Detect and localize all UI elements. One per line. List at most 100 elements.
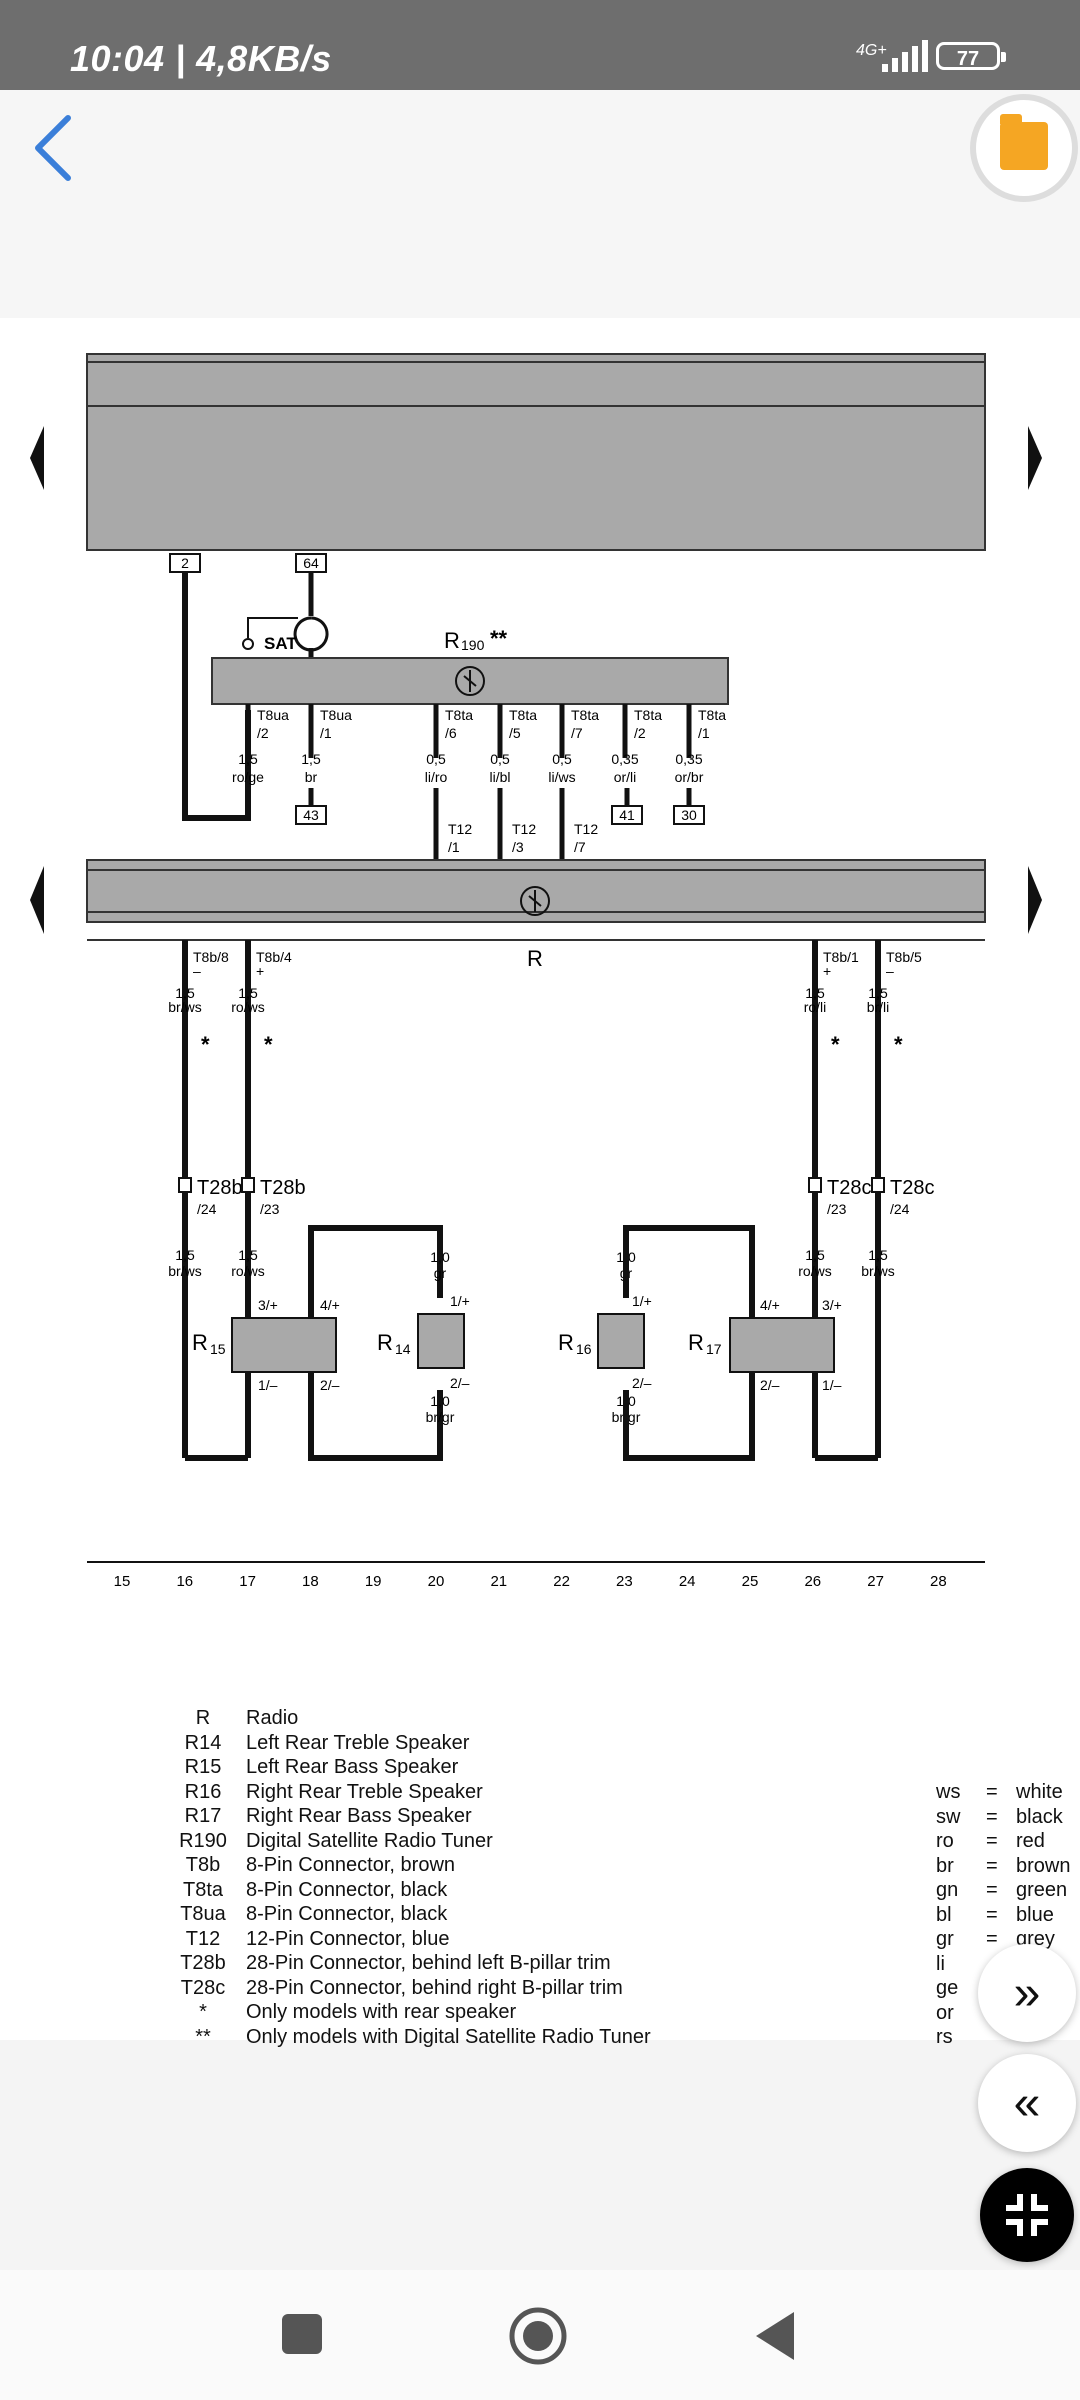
connector-tab [871, 1177, 885, 1193]
radio-label: R [527, 946, 543, 971]
pin-connector: T8ua [320, 707, 352, 723]
wire-size: 0,35 [611, 751, 638, 767]
wire-color: br/li [867, 999, 890, 1015]
legend-code: R14 [184, 1731, 222, 1754]
color-abbr: sw [936, 1805, 961, 1828]
legend-code: R16 [184, 1780, 222, 1803]
recents-button[interactable] [282, 2314, 322, 2354]
prev-section-arrow[interactable] [30, 866, 44, 934]
legend-code: ** [195, 2025, 211, 2048]
app-toolbar [0, 90, 1080, 318]
scale-number: 16 [176, 1573, 193, 1590]
scale-number: 25 [742, 1573, 759, 1590]
pin-sign: – [886, 963, 894, 979]
wire-size: 1,5 [238, 1247, 258, 1263]
pin-connector: T28c [890, 1177, 934, 1199]
pin-connector: T8ta [509, 707, 537, 723]
legend-description: 8-Pin Connector, black [246, 1903, 448, 1925]
scale-number: 27 [867, 1573, 884, 1590]
wire-size: 1,5 [301, 751, 321, 767]
speaker-r16 [597, 1313, 645, 1369]
color-name: black [1016, 1805, 1063, 1828]
legend-description: Only models with rear speaker [246, 2001, 517, 2023]
pin-label: 1/+ [450, 1293, 470, 1309]
pin-connector: T8ta [634, 707, 662, 723]
wire-color: br/ws [861, 1263, 894, 1279]
legend-description: Right Rear Bass Speaker [246, 1805, 472, 1827]
wire-size: 0,35 [675, 751, 702, 767]
forward-button[interactable]: » [978, 1944, 1076, 2042]
wire-color: br/ws [168, 1263, 201, 1279]
color-name: brown [1016, 1854, 1071, 1877]
pin-number: /7 [574, 839, 586, 855]
next-page-arrow[interactable] [1028, 426, 1042, 490]
backward-button[interactable]: « [978, 2054, 1076, 2152]
pin-connector: T28b [197, 1177, 243, 1199]
legend-description: Digital Satellite Radio Tuner [246, 1829, 493, 1852]
tuner-label: R [444, 628, 460, 653]
wire-size: 1,0 [430, 1393, 450, 1409]
pin-number: /5 [509, 725, 521, 741]
connector-30: 30 [681, 807, 697, 823]
pin-connector: T8ta [698, 707, 726, 723]
legend-code: T28b [180, 1952, 226, 1974]
pin-connector: T8b/5 [886, 949, 922, 965]
network-type: 4G+ [856, 42, 887, 59]
pin-number: /7 [571, 725, 583, 741]
wire-color: ro/ge [232, 769, 264, 785]
wire-size: 1,5 [238, 751, 258, 767]
color-eq: = [986, 1879, 998, 1901]
home-button[interactable] [508, 2306, 568, 2366]
connector-2: 2 [181, 555, 189, 571]
legend-code: R190 [179, 1829, 227, 1852]
control-unit-box [86, 353, 986, 551]
legend-description: 8-Pin Connector, brown [246, 1854, 456, 1876]
color-abbr: bl [936, 1903, 952, 1926]
folder-button[interactable] [976, 100, 1072, 196]
wire-size: 1,0 [430, 1249, 450, 1265]
back-button[interactable] [24, 108, 94, 188]
pin-label: 1/– [258, 1377, 278, 1393]
wire-size: 0,5 [426, 751, 446, 767]
wire-color: br/ws [168, 999, 201, 1015]
color-eq: = [986, 1781, 998, 1803]
pin-label: 2/– [760, 1377, 780, 1393]
legend-description: Right Rear Treble Speaker [246, 1780, 483, 1803]
wire-color: li/ws [548, 769, 575, 785]
legend-code: R15 [184, 1756, 222, 1778]
exit-fullscreen-button[interactable] [980, 2168, 1074, 2262]
speaker-sub: 16 [576, 1341, 592, 1357]
back-nav-button[interactable] [752, 2310, 802, 2362]
prev-page-arrow[interactable] [30, 426, 44, 490]
legend-code: T8ta [182, 1878, 224, 1901]
signal-icon [882, 40, 928, 72]
pin-connector: T8ta [571, 707, 599, 723]
scale-number: 17 [239, 1573, 256, 1590]
wire-size: 1,5 [805, 1247, 825, 1263]
pin-connector: T12 [574, 821, 598, 837]
pin-label: 4/+ [760, 1297, 780, 1313]
color-abbr: or [936, 2001, 954, 2024]
legend-description: 28-Pin Connector, behind left B-pillar t… [246, 1952, 611, 1974]
legend-description: Radio [246, 1707, 299, 1729]
color-name: red [1016, 1830, 1045, 1852]
pin-number: /24 [890, 1201, 910, 1217]
wire-color: ro/ws [231, 999, 264, 1015]
scale-number: 20 [428, 1573, 445, 1590]
pin-number: /2 [257, 725, 269, 741]
wire-color: ro/li [804, 999, 827, 1015]
wire-size: 1,5 [805, 985, 825, 1001]
speaker-label: R [688, 1330, 704, 1355]
speaker-sub: 17 [706, 1341, 722, 1357]
pin-connector: T28c [827, 1177, 871, 1199]
connector-41: 41 [619, 807, 635, 823]
pin-label: 3/+ [822, 1297, 842, 1313]
next-section-arrow[interactable] [1028, 866, 1042, 934]
color-abbr: ws [936, 1781, 961, 1803]
connector-64: 64 [303, 555, 319, 571]
color-abbr: rs [936, 2026, 953, 2048]
pin-label: 2/– [450, 1375, 470, 1391]
color-eq: = [986, 1903, 998, 1926]
legend-code: * [199, 2001, 207, 2023]
pin-label: 1/+ [632, 1293, 652, 1309]
